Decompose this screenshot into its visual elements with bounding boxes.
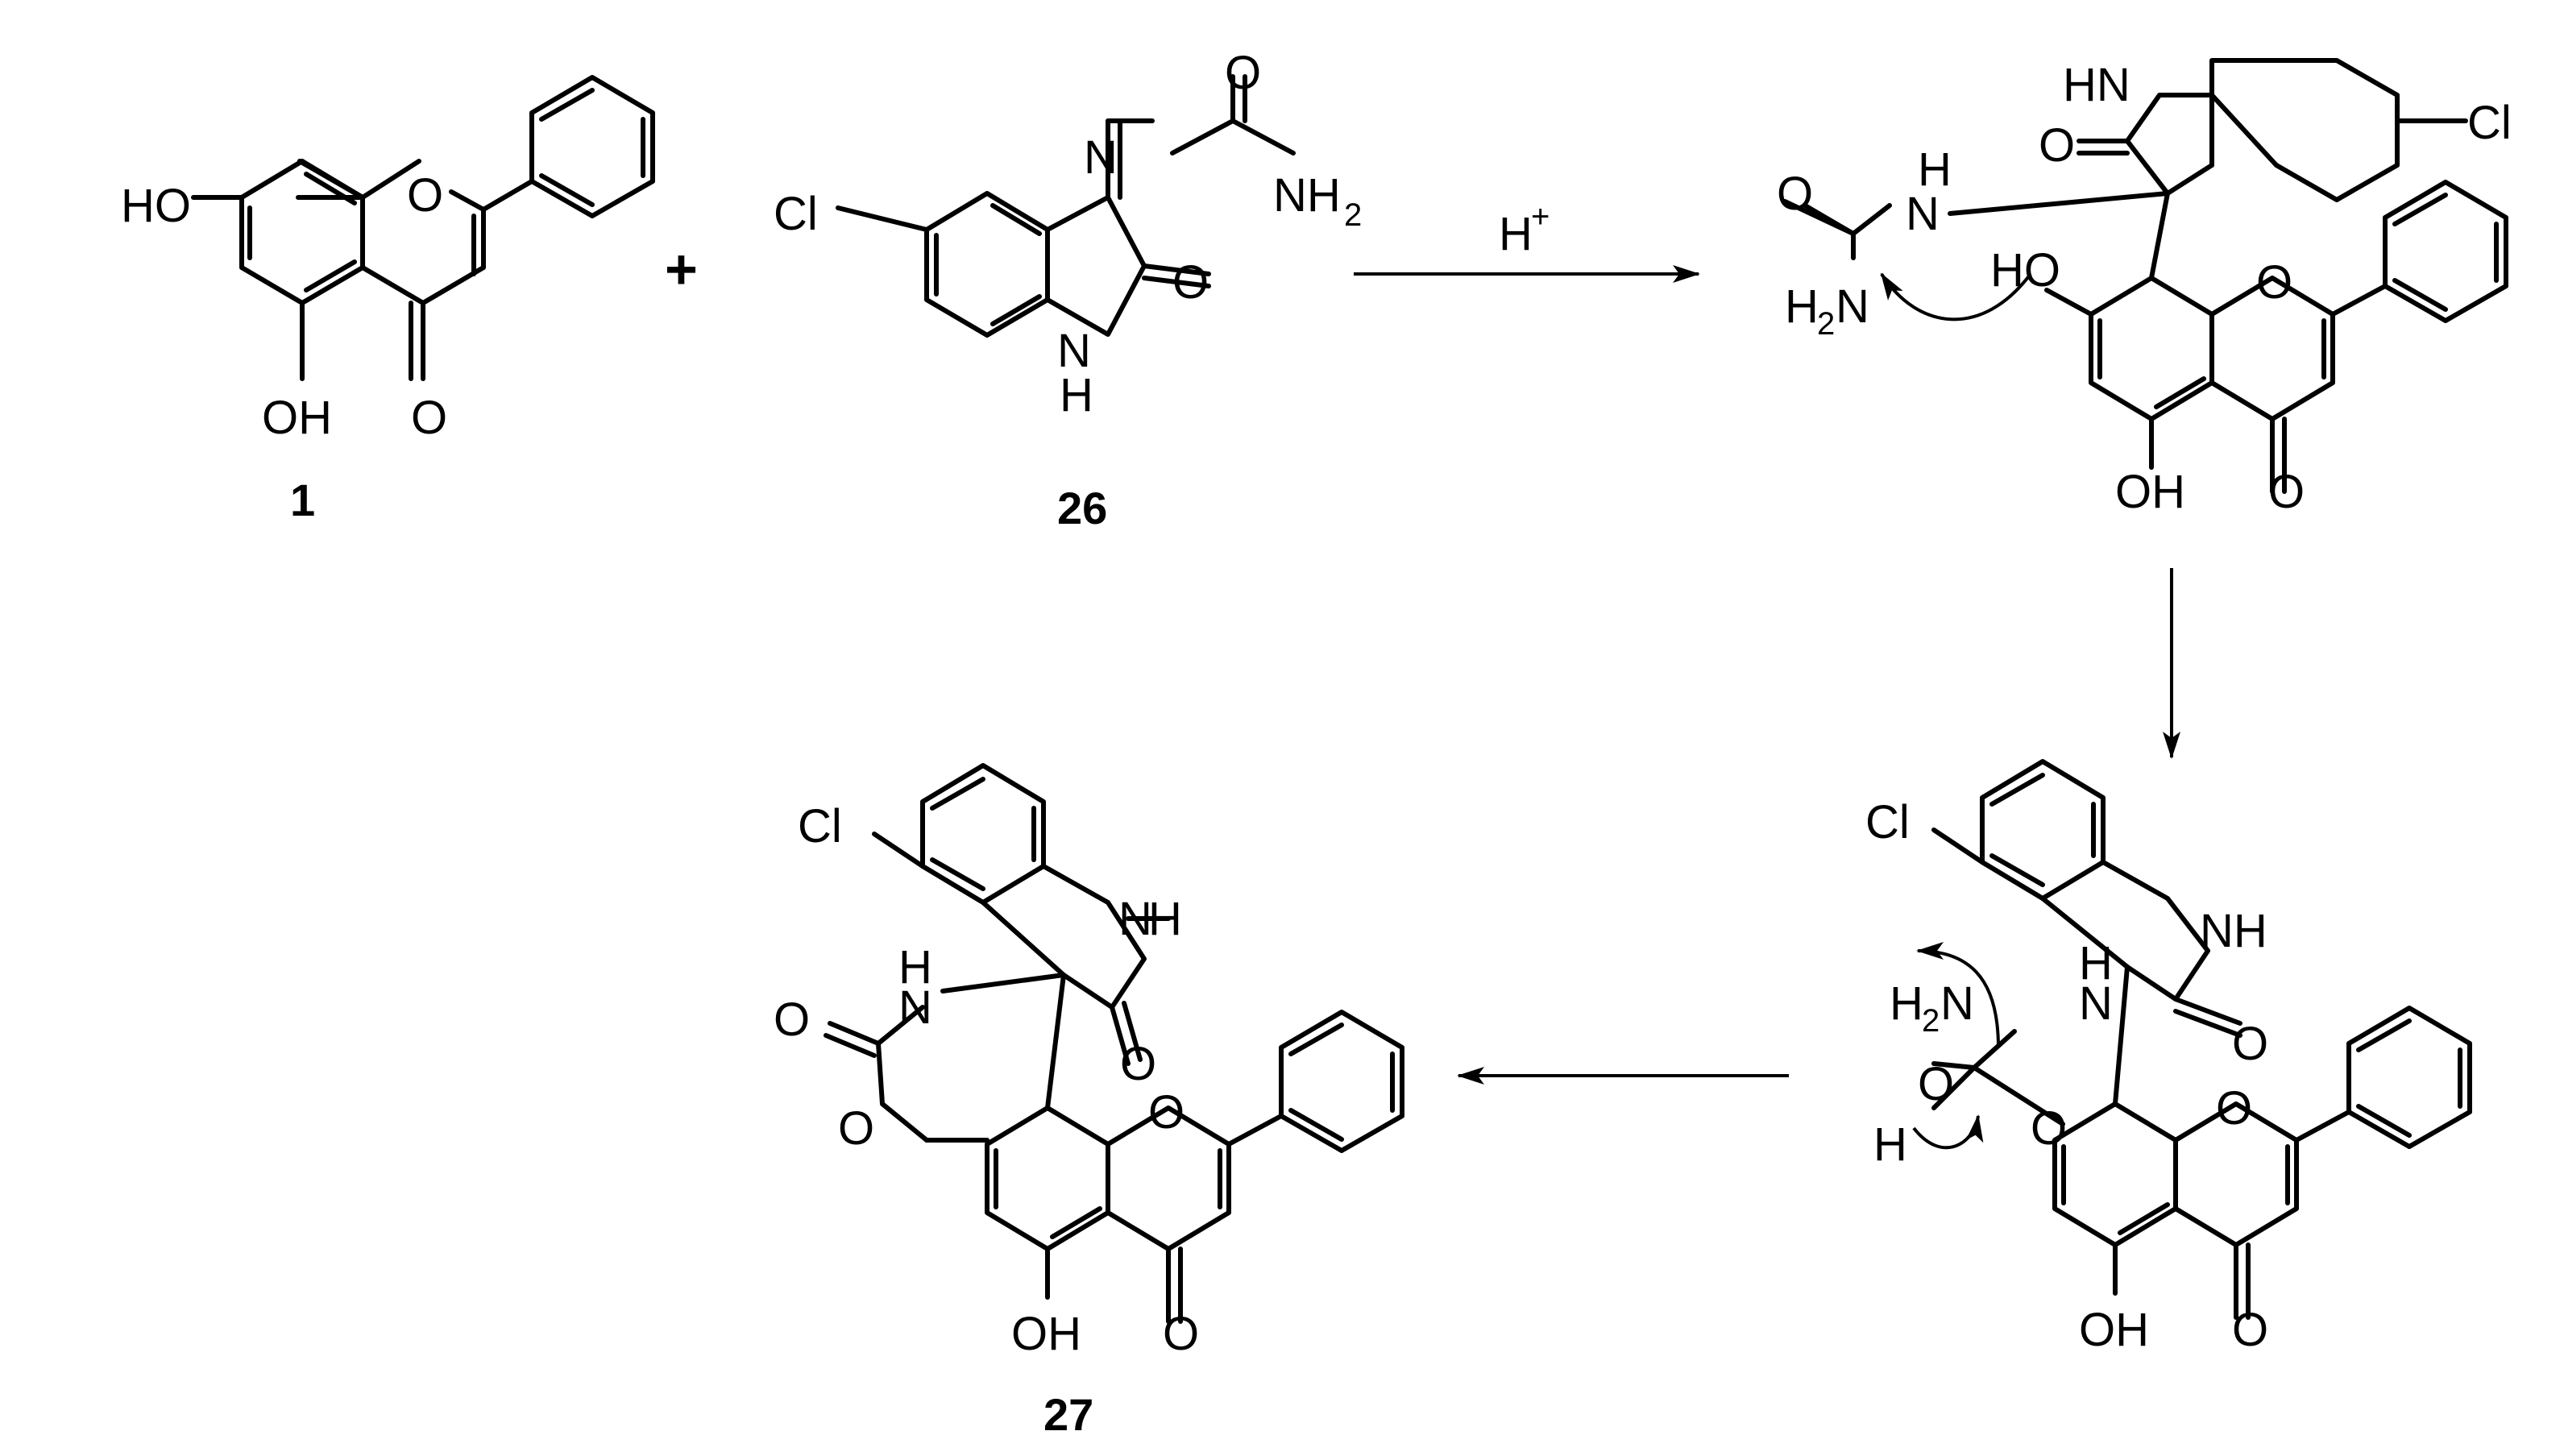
compound-26-cl: Cl bbox=[774, 188, 818, 240]
intermediate-2-keto-o: O bbox=[2232, 1304, 2268, 1356]
intermediate-2-h2n-sub: 2 bbox=[1922, 1003, 1940, 1039]
intermediate-2-h2n: H bbox=[1890, 977, 1923, 1030]
compound-26-label: 26 bbox=[1057, 483, 1107, 533]
compound-1-ho: HO bbox=[121, 180, 191, 232]
intermediate-2-n: N bbox=[2079, 977, 2113, 1030]
compound-26-n: N bbox=[1057, 325, 1091, 377]
compound-27-label: 27 bbox=[1043, 1389, 1093, 1440]
intermediate-1-oh: OH bbox=[2115, 466, 2185, 518]
intermediate-2-curly-arrow-b bbox=[1912, 1114, 1984, 1150]
intermediate-1-h2n-n: N bbox=[1836, 280, 1869, 333]
plus-sign: + bbox=[665, 238, 698, 301]
intermediate-1-n: N bbox=[1906, 188, 1940, 240]
intermediate-1-keto-o: O bbox=[2268, 466, 2305, 518]
compound-26-structure bbox=[836, 74, 1296, 338]
compound-1-ring-o: O bbox=[407, 169, 443, 222]
intermediate-2-ring-o: O bbox=[2216, 1082, 2252, 1135]
intermediate-1-structure bbox=[1782, 58, 2508, 494]
compound-27-lactam-o: O bbox=[1120, 1038, 1156, 1090]
intermediate-2-curly-arrow-a bbox=[1916, 942, 2000, 1048]
compound-27-cl: Cl bbox=[798, 800, 842, 852]
intermediate-2-structure bbox=[1931, 759, 2472, 1320]
intermediate-2-lactam-o: O bbox=[2232, 1018, 2268, 1070]
compound-27-ether-o: O bbox=[838, 1102, 874, 1155]
intermediate-2-ether-o: O bbox=[2031, 1102, 2067, 1155]
intermediate-2-h2n-n: N bbox=[1940, 977, 1974, 1030]
intermediate-2-hydroxy-h: H bbox=[1873, 1118, 1907, 1171]
compound-1-structure bbox=[191, 75, 655, 381]
intermediate-1-curly-arrow bbox=[1880, 272, 2032, 321]
compound-27-carbamate-n: N bbox=[898, 981, 932, 1034]
intermediate-2-nh: NH bbox=[2200, 905, 2267, 957]
intermediate-1-urea-o: O bbox=[1777, 168, 1813, 220]
compound-27-carbamate-h: H bbox=[898, 941, 932, 993]
compound-26-nh2: NH bbox=[1273, 169, 1341, 222]
compound-1-keto-o: O bbox=[411, 392, 447, 444]
compound-26-nh2-sub: 2 bbox=[1344, 197, 1362, 233]
intermediate-1-cl: Cl bbox=[2467, 97, 2512, 149]
compound-27-carbamate-o: O bbox=[774, 993, 810, 1046]
compound-27-n: N bbox=[1118, 893, 1152, 945]
intermediate-1-h2n: H bbox=[1785, 280, 1819, 333]
compound-26-h: H bbox=[1060, 369, 1093, 421]
intermediate-1-ho: HO bbox=[1990, 244, 2060, 297]
compound-26-imine-n: N bbox=[1084, 131, 1118, 184]
compound-26-urea-o: O bbox=[1225, 47, 1261, 99]
compound-26-keto-o: O bbox=[1172, 256, 1209, 309]
intermediate-1-h: H bbox=[1918, 143, 1952, 196]
intermediate-2-oh: OH bbox=[2079, 1304, 2149, 1356]
compound-27-keto-o: O bbox=[1163, 1308, 1199, 1360]
compound-27-structure bbox=[824, 763, 1404, 1324]
intermediate-2-cl: Cl bbox=[1865, 796, 1910, 848]
compound-1-label: 1 bbox=[290, 475, 315, 525]
intermediate-2-hydroxy-o: O bbox=[1918, 1058, 1954, 1110]
compound-27-nh-h: H bbox=[1148, 893, 1182, 945]
intermediate-1-hn: HN bbox=[2063, 59, 2130, 111]
reagent-label: H bbox=[1499, 208, 1533, 260]
compound-27-oh: OH bbox=[1011, 1308, 1081, 1360]
intermediate-1-lactam-o: O bbox=[2039, 119, 2075, 172]
intermediate-1-ring-o: O bbox=[2256, 256, 2292, 309]
intermediate-2-h-top: H bbox=[2079, 937, 2113, 989]
reagent-charge: + bbox=[1531, 199, 1550, 234]
compound-27-ring-o: O bbox=[1148, 1086, 1185, 1139]
compound-1-oh: OH bbox=[262, 392, 332, 444]
intermediate-1-h2n-sub: 2 bbox=[1817, 306, 1835, 342]
